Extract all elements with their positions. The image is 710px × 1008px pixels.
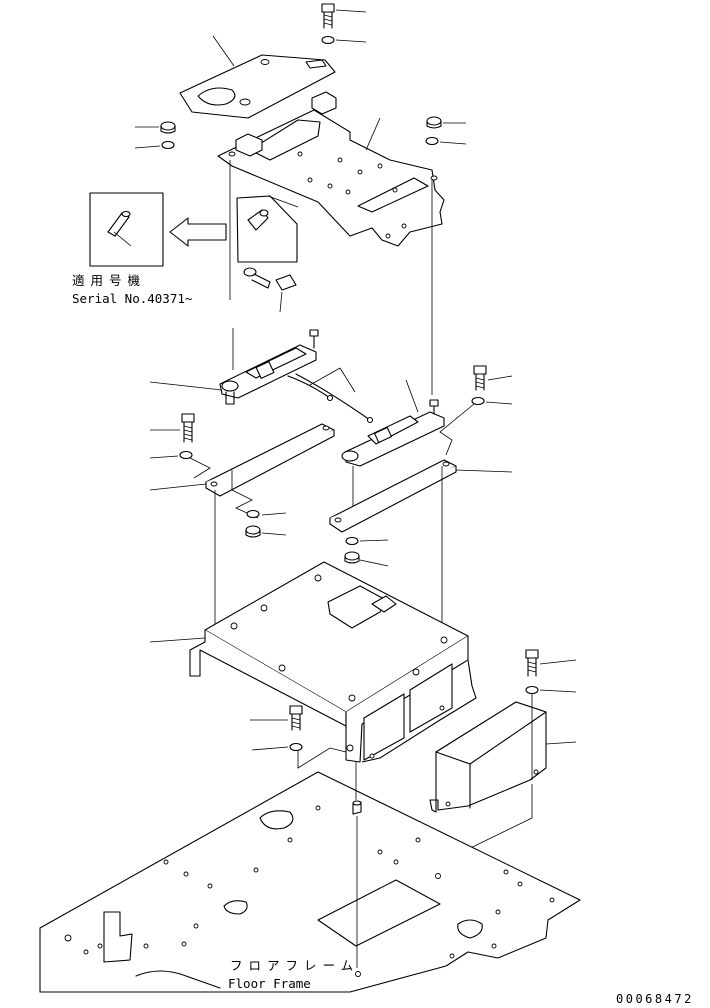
side-cover [429, 701, 547, 813]
washer-right-rail [471, 396, 485, 406]
seat-stand [189, 561, 477, 763]
seat-mount-plate [217, 91, 445, 247]
washer-cover [525, 685, 539, 695]
top-washer [321, 35, 335, 45]
left-spacer-bar [205, 423, 335, 497]
washer-stand-left [289, 742, 303, 752]
left-seat-rail [219, 329, 319, 405]
floor-frame [39, 771, 581, 993]
arrow-icon [169, 217, 227, 247]
pin-detail [247, 209, 269, 231]
inset-box [89, 192, 164, 267]
right-spacer-bar [329, 459, 457, 533]
nut-left-bar [245, 525, 261, 538]
washer-left-upper [161, 140, 175, 150]
nut-left-upper [160, 121, 176, 134]
nut-right-upper [426, 116, 442, 129]
pin-icon [107, 210, 131, 237]
top-bracket-plate [179, 54, 336, 119]
floor-frame-jp: フロアフレーム [230, 958, 359, 973]
washer-left-lower [179, 450, 193, 460]
detail-panel [236, 195, 298, 263]
washer-left-bar [246, 509, 260, 519]
bolt-left-lower [181, 413, 195, 443]
right-seat-rail [341, 399, 445, 467]
nut-right-bar [344, 551, 360, 564]
washer-right-upper [425, 136, 439, 146]
drawing-code: 00068472 [616, 992, 694, 1006]
bolt-stand-left [289, 705, 303, 731]
washer-right-bar [345, 536, 359, 546]
top-bolt [321, 3, 335, 29]
bolt-cover [525, 649, 539, 677]
cable-springs [287, 373, 374, 424]
bolt-right-rail [473, 365, 487, 391]
inset-note-jp: 適用号機 [72, 273, 146, 288]
leader-line [212, 35, 235, 67]
floor-stud [352, 800, 362, 815]
floor-frame-en: Floor Frame [228, 976, 311, 991]
inset-note-serial: Serial No.40371~ [72, 291, 192, 306]
clip-detail [275, 274, 297, 291]
bolt-detail [243, 267, 271, 289]
